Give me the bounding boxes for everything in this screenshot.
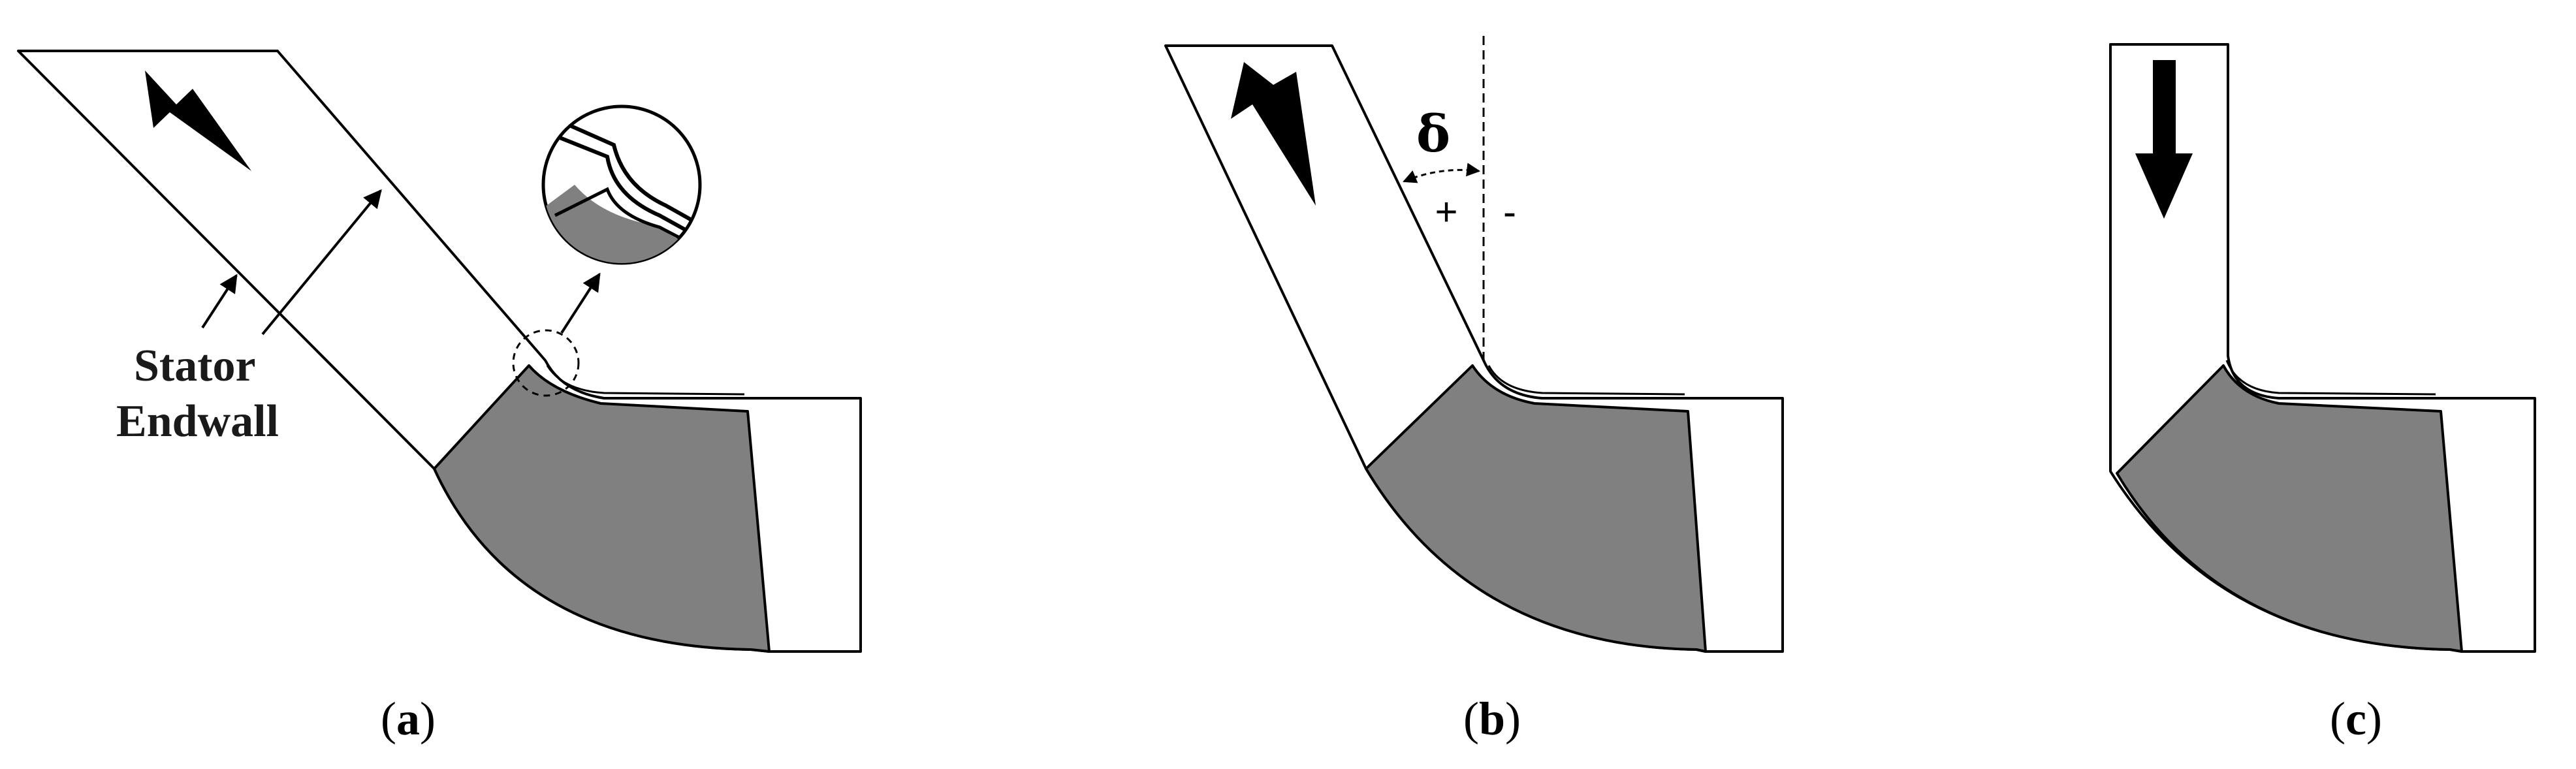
- panel-c-hub: [2116, 364, 2463, 653]
- panel-b-caption: (b): [1463, 693, 1521, 745]
- panel-b-flow-arrow: [1231, 62, 1316, 206]
- panel-a-label-line2: Endwall: [116, 396, 279, 447]
- panel-a-zoom-leader: [560, 272, 601, 334]
- panel-a-inset: [541, 104, 702, 265]
- panel-c-inner-wall: [2225, 360, 2436, 396]
- panel-c: (c): [2109, 43, 2536, 745]
- panel-b: δ + - (b): [1164, 36, 1784, 745]
- panel-a: Stator Endwall (a): [17, 50, 862, 745]
- panel-a-flow-arrow: [145, 71, 251, 171]
- panel-a-leader-stator: [201, 274, 238, 329]
- panel-b-angle-arc: [1403, 163, 1481, 183]
- panel-a-caption: (a): [381, 693, 436, 745]
- panel-b-angle-negative: -: [1503, 190, 1516, 234]
- panel-a-hub: [433, 364, 771, 653]
- panel-b-angle-positive: +: [1435, 190, 1457, 234]
- panel-b-angle-symbol: δ: [1416, 104, 1450, 164]
- panel-c-caption: (c): [2330, 693, 2382, 745]
- panel-a-inner-wall: [546, 365, 745, 396]
- panel-b-hub: [1365, 364, 1707, 653]
- panel-a-leader-endwall: [261, 189, 382, 336]
- panel-a-zoom-marker: [512, 329, 580, 397]
- panel-b-inner-wall: [1487, 365, 1685, 396]
- panel-a-label-line1: Stator: [134, 341, 256, 391]
- panel-c-flow-arrow: [2135, 60, 2193, 219]
